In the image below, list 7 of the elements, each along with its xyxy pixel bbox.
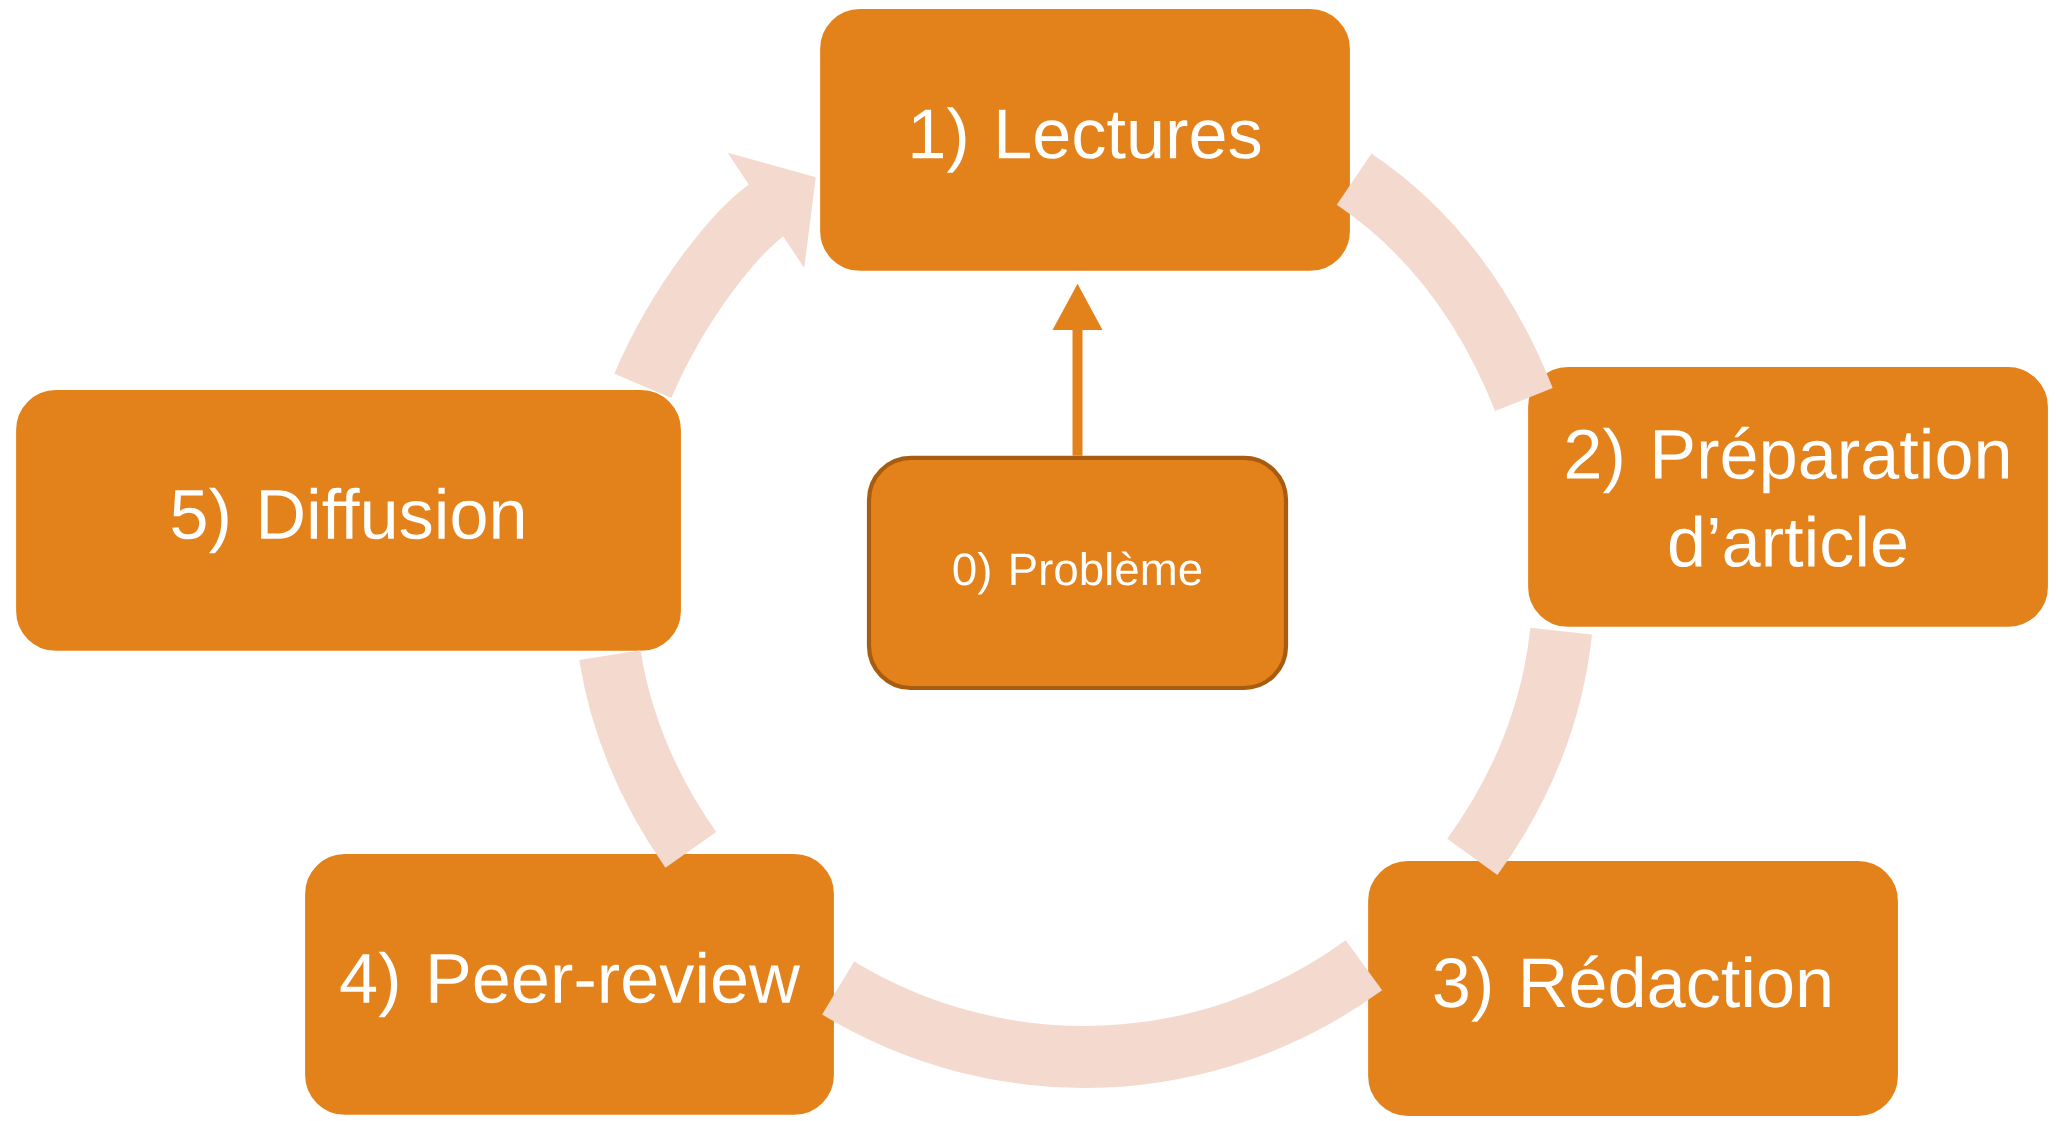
process-box: 2) Préparation d’article [1523,362,2053,632]
process-box: 1) Lectures [815,4,1355,276]
problem-box: 0) Problème [866,455,1289,691]
cycle-arrow [614,152,816,399]
process-box: 5) Diffusion [11,385,686,656]
process-box: 3) Rédaction [1363,856,1903,1121]
process-box: 4) Peer-review [300,849,839,1120]
